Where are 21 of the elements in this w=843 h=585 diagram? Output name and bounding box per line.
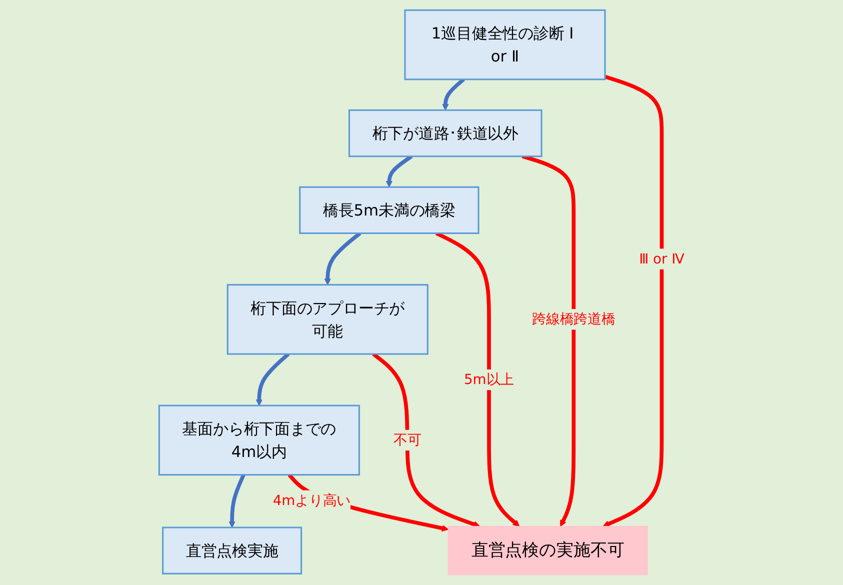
arrow — [386, 154, 412, 188]
arrow — [435, 232, 520, 527]
edge-label: 5m以上 — [464, 372, 514, 388]
arrow — [602, 74, 664, 528]
node-box: 橋長5m未満の橋梁 — [298, 186, 479, 234]
arrow — [442, 78, 465, 110]
edge-label: Ⅲ or Ⅳ — [638, 250, 684, 268]
node-box: 桁下面のアプローチが可能 — [226, 284, 428, 355]
arrow — [256, 352, 290, 406]
node-box: 桁下が道路･鉄道以外 — [348, 109, 542, 158]
node-box: 1巡目健全性の診断 Ⅰ or Ⅱ — [404, 9, 606, 80]
node-box: 直営点検実施 — [162, 526, 302, 574]
edge-label: 不可 — [393, 432, 421, 448]
edge-label: 4mより高い — [272, 492, 350, 509]
arrow — [372, 352, 480, 528]
node-box: 基面から桁下面までの4m以内 — [158, 404, 360, 476]
arrow — [522, 154, 576, 527]
edge-label: 跨線橋跨道橋 — [532, 311, 615, 328]
arrow — [324, 232, 362, 286]
arrow — [228, 474, 246, 528]
node-box: 直営点検の実施不可 — [448, 526, 648, 576]
